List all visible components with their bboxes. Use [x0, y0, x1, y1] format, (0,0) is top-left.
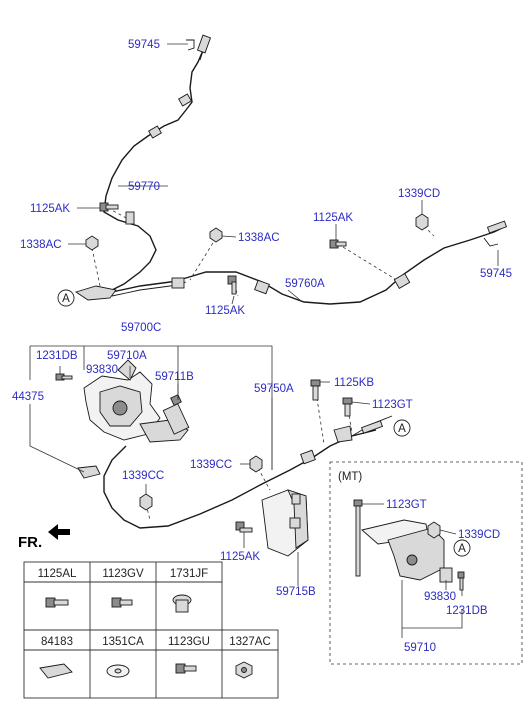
cable-clip-upper — [125, 93, 192, 225]
svg-text:A: A — [62, 293, 70, 305]
label-59770: 59770 — [128, 181, 160, 193]
ref-mark-a-left: A — [57, 289, 75, 307]
cable-bracket-left — [74, 285, 117, 301]
svg-text:FR.: FR. — [18, 534, 42, 551]
leader-1123gt-1 — [351, 401, 371, 405]
bolt-1123gt-upper — [342, 397, 353, 417]
dash-1123gt — [347, 409, 353, 433]
table-cell-r2c2: 1351CA — [102, 636, 144, 648]
nut-1339cd — [415, 213, 429, 231]
parking-brake-lever-assembly — [55, 359, 190, 479]
parts-table: 1125AL 1123GV 1731JF 84183 1351CA 1123GU… — [23, 561, 279, 699]
ref-mark-a-mt: A — [453, 539, 471, 557]
dash-1338ac-left — [91, 247, 101, 287]
bolt-1125ak-lower — [227, 275, 237, 295]
nut-1338ac-left — [85, 235, 99, 251]
label-1231db-1: 1231DB — [36, 350, 78, 362]
label-59715b: 59715B — [276, 586, 316, 598]
nut-1339cc-left — [139, 493, 153, 511]
label-59710a: 59710A — [107, 350, 147, 362]
bolt-1125kb — [310, 379, 321, 401]
cable-clip-mid — [300, 449, 316, 465]
label-1125ak-2: 1125AK — [313, 212, 353, 224]
label-1339cd-2: 1339CD — [458, 529, 500, 541]
dash-1125kb — [315, 391, 325, 445]
nut-1338ac-mid — [209, 227, 223, 243]
dash-1125ak-right — [337, 243, 401, 283]
table-cell-r1c1: 1125AL — [38, 568, 77, 580]
bolt-1125ak-right — [329, 239, 347, 249]
mt-label: (MT) — [338, 471, 362, 483]
pad-icon-84183 — [39, 663, 73, 679]
label-59711b: 59711B — [155, 371, 194, 383]
ref-mark-a-right: A — [393, 419, 411, 437]
leader-59710-group — [401, 580, 463, 638]
cable-end-fitting-right — [483, 220, 508, 247]
label-59760a: 59760A — [285, 278, 325, 290]
cable-59750a — [103, 429, 377, 529]
label-1338ac-2: 1338AC — [238, 232, 280, 244]
dash-1339cc-bracket — [257, 467, 271, 491]
label-1123gt-1: 1123GT — [372, 399, 413, 411]
label-1339cc-mid: 1339CC — [190, 459, 232, 471]
svg-text:A: A — [398, 423, 406, 435]
label-93830-1: 93830 — [86, 364, 118, 376]
label-1231db-2: 1231DB — [446, 605, 488, 617]
bracket-59715b — [261, 489, 309, 557]
label-1125ak-1: 1125AK — [30, 203, 70, 215]
leader-59700c-group — [29, 345, 273, 470]
label-1125ak-3: 1125AK — [205, 305, 245, 317]
label-1125ak-4: 1125AK — [220, 551, 260, 563]
leader-1339cd-2 — [439, 529, 457, 535]
mt-lever-assembly — [353, 499, 465, 591]
bolt-1125ak-bracket — [235, 521, 253, 533]
washer-icon-1351ca — [106, 664, 130, 678]
cable-end-fitting-top — [186, 34, 212, 54]
leader-1125ak-3 — [231, 295, 235, 305]
label-59700c: 59700C — [121, 322, 161, 334]
leader-1338ac-2 — [221, 235, 237, 238]
table-cell-r2c3: 1123GU — [168, 636, 210, 648]
nut-icon-1327ac — [235, 661, 253, 679]
dash-1338ac-mid — [189, 237, 217, 281]
cable-end-ref-a — [333, 420, 383, 443]
bolt-icon-1123gu — [175, 663, 197, 674]
leader-59760a — [287, 289, 301, 301]
label-59710: 59710 — [404, 642, 436, 654]
bolt-icon-1125al — [45, 597, 69, 608]
cable-59760a — [111, 227, 503, 305]
table-cell-r1c2: 1123GV — [102, 568, 144, 580]
label-93830-2: 93830 — [424, 591, 456, 603]
label-59750a: 59750A — [254, 383, 294, 395]
nut-1339cc-mid — [249, 455, 263, 473]
label-1338ac-1: 1338AC — [20, 239, 62, 251]
cable-bracket-center — [171, 277, 185, 289]
label-59745-top: 59745 — [128, 39, 160, 51]
front-direction-indicator: FR. — [18, 524, 70, 551]
svg-text:A: A — [458, 543, 466, 555]
label-59745-right: 59745 — [480, 268, 512, 280]
label-1339cd-1: 1339CD — [398, 188, 440, 200]
mt-inset-box — [329, 461, 523, 665]
table-cell-r2c4: 1327AC — [229, 636, 271, 648]
label-1339cc-left: 1339CC — [122, 470, 164, 482]
bolt-icon-1123gv — [111, 597, 133, 608]
label-1123gt-2: 1123GT — [386, 499, 427, 511]
leader-44375 — [29, 404, 85, 473]
label-44375: 44375 — [12, 391, 44, 403]
table-cell-r1c3: 1731JF — [170, 568, 208, 580]
table-cell-r2c1: 84183 — [41, 636, 73, 648]
front-arrow-icon — [48, 524, 70, 540]
cable-bracket-right — [254, 279, 270, 295]
stud-icon-1731jf — [172, 594, 192, 613]
cable-bracket-far-right — [393, 273, 411, 289]
cable-59770 — [103, 47, 205, 295]
label-1125kb: 1125KB — [334, 377, 374, 389]
bolt-1125ak-upper — [99, 202, 119, 212]
